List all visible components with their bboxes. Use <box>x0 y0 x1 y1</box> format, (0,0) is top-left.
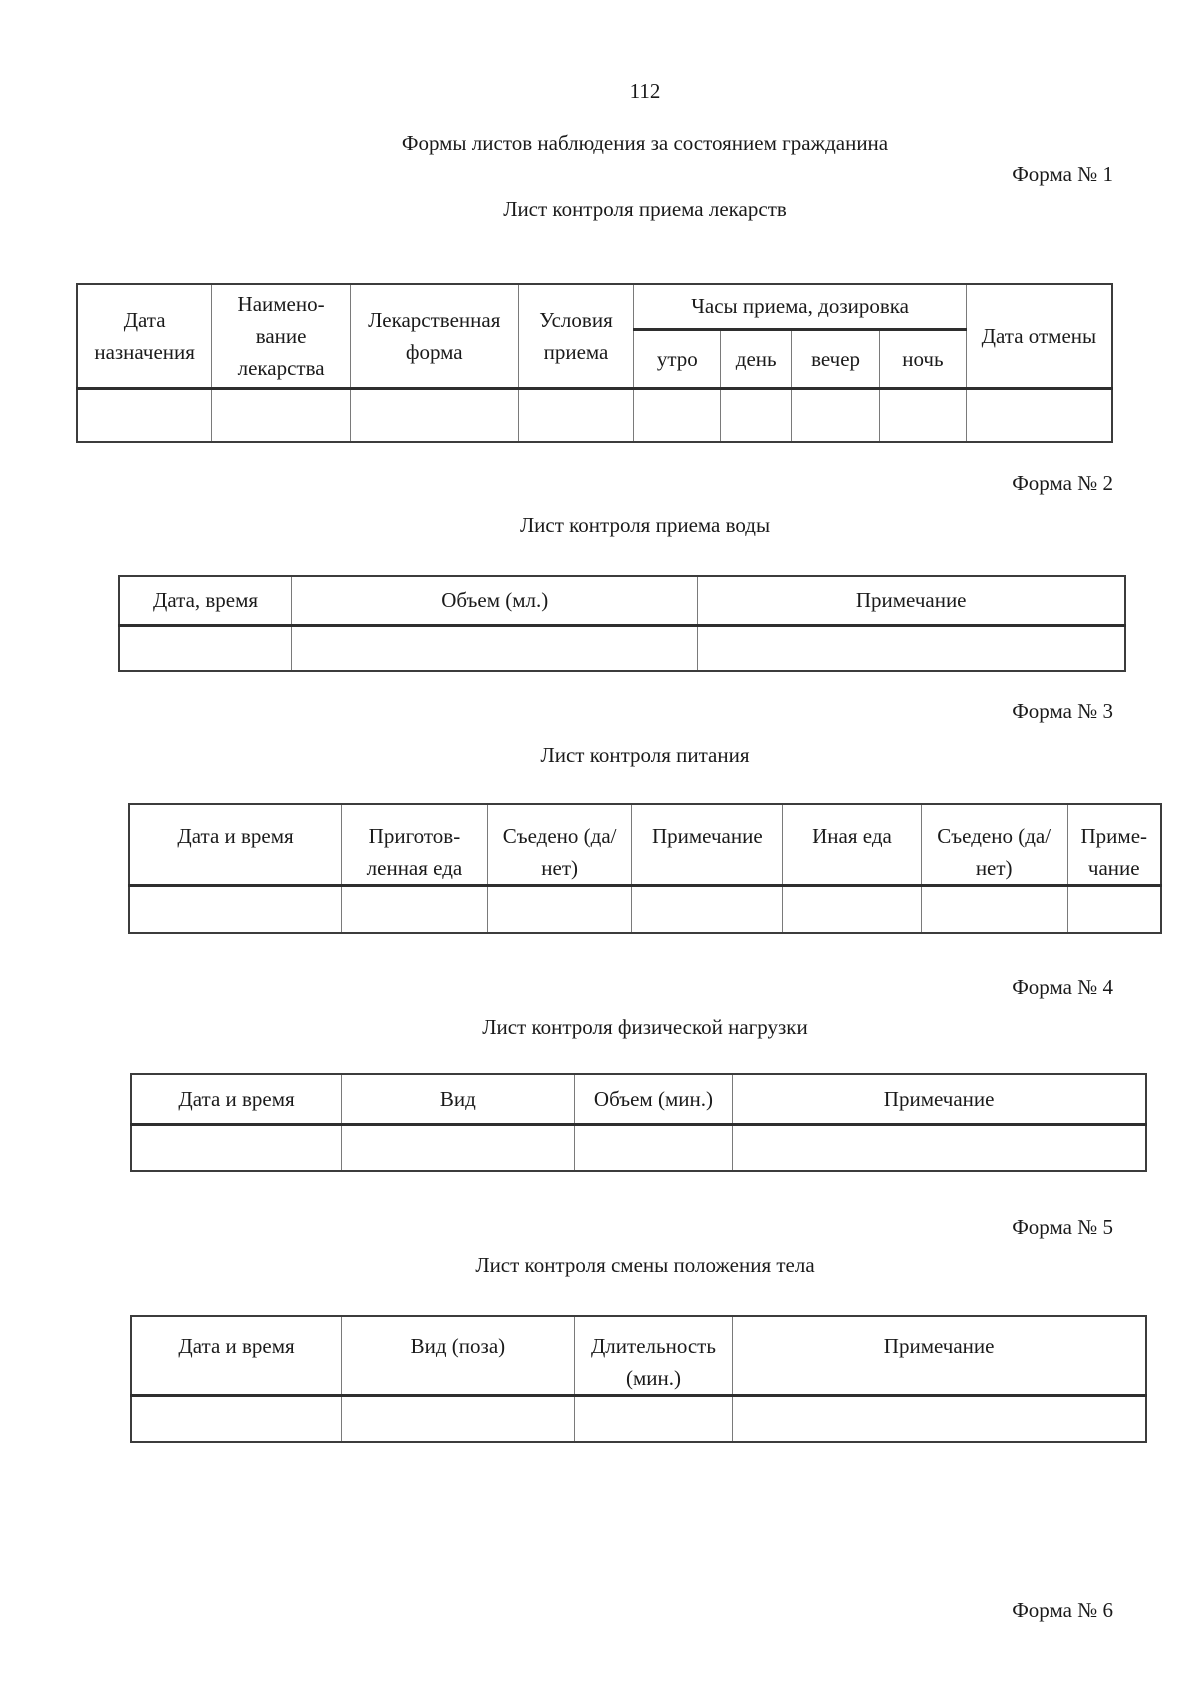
col-header-cancel-date: Дата отмены <box>965 283 1113 389</box>
empty-cell <box>341 884 488 933</box>
empty-cell <box>920 884 1068 933</box>
empty-cell <box>130 1394 343 1442</box>
form-3-label: Форма № 3 <box>1012 699 1113 723</box>
form-5-label: Форма № 5 <box>1012 1215 1113 1239</box>
page-number: 112 <box>629 79 661 103</box>
col-header-volume-ml: Объем (мл.) <box>291 575 699 626</box>
col-header-night: ночь <box>878 328 967 389</box>
empty-cell <box>573 1394 734 1442</box>
form-5-title: Лист контроля смены положения тела <box>475 1253 815 1277</box>
col-header-volume-min: Объем (мин.) <box>573 1073 734 1125</box>
form-1-empty-row <box>76 386 1113 443</box>
form-4-label: Форма № 4 <box>1012 975 1113 999</box>
form-2-table: Дата, время Объем (мл.) Примечание <box>118 575 1126 672</box>
empty-cell <box>573 1122 734 1172</box>
col-header-datetime: Дата и время <box>130 1315 343 1396</box>
empty-cell <box>341 1122 575 1172</box>
col-header-eaten: Съедено (да/нет) <box>486 803 633 886</box>
col-header-prepared-food: Приготов-ленная еда <box>341 803 488 886</box>
empty-cell <box>291 623 699 672</box>
col-header-datetime: Дата и время <box>130 1073 343 1125</box>
col-header-note: Примечание <box>697 575 1126 626</box>
empty-cell <box>486 884 633 933</box>
empty-cell <box>732 1394 1147 1442</box>
col-group-hours-dosage: Часы приема, дозировка <box>633 283 967 331</box>
form-1-label: Форма № 1 <box>1012 162 1113 186</box>
col-header-note: Примечание <box>631 803 784 886</box>
empty-cell <box>130 1122 343 1172</box>
empty-cell <box>128 884 343 933</box>
form-3-header-row: Дата и время Приготов-ленная еда Съедено… <box>128 803 1162 886</box>
empty-cell <box>878 386 967 443</box>
form-3-table: Дата и время Приготов-ленная еда Съедено… <box>128 803 1162 934</box>
document-title: Формы листов наблюдения за состоянием гр… <box>401 131 889 155</box>
col-header-kind: Вид <box>341 1073 575 1125</box>
col-header-day: день <box>720 328 793 389</box>
empty-cell <box>633 386 722 443</box>
empty-cell <box>349 386 519 443</box>
form-2-header-row: Дата, время Объем (мл.) Примечание <box>118 575 1126 626</box>
col-header-drug-form: Лекарственная форма <box>349 283 519 389</box>
form-1-table: Дата назначения Наимено-вание лекарства … <box>76 283 1113 443</box>
col-header-other-food: Иная еда <box>782 803 922 886</box>
col-header-evening: вечер <box>791 328 880 389</box>
empty-cell <box>517 386 635 443</box>
form-4-empty-row <box>130 1122 1147 1172</box>
col-header-conditions: Условия приема <box>517 283 635 389</box>
empty-cell <box>732 1122 1147 1172</box>
col-header-drug-name: Наимено-вание лекарства <box>211 283 351 389</box>
empty-cell <box>1066 884 1162 933</box>
form-2-label: Форма № 2 <box>1012 471 1113 495</box>
form-5-table: Дата и время Вид (поза) Длительность (ми… <box>130 1315 1147 1443</box>
empty-cell <box>965 386 1113 443</box>
form-5-header-row: Дата и время Вид (поза) Длительность (ми… <box>130 1315 1147 1396</box>
form-2-empty-row <box>118 623 1126 672</box>
empty-cell <box>211 386 351 443</box>
empty-cell <box>76 386 213 443</box>
col-header-morning: утро <box>633 328 722 389</box>
form-4-table: Дата и время Вид Объем (мин.) Примечание <box>130 1073 1147 1172</box>
col-header-note: Примечание <box>732 1073 1147 1125</box>
col-header-date-assigned: Дата назначения <box>76 283 213 389</box>
form-6-label: Форма № 6 <box>1012 1598 1113 1622</box>
col-header-note-2: Приме-чание <box>1066 803 1162 886</box>
form-1-title: Лист контроля приема лекарств <box>503 197 787 221</box>
form-5-empty-row <box>130 1394 1147 1442</box>
empty-cell <box>341 1394 575 1442</box>
col-header-kind-pose: Вид (поза) <box>341 1315 575 1396</box>
col-header-note: Примечание <box>732 1315 1147 1396</box>
form-2-title: Лист контроля приема воды <box>519 513 771 537</box>
col-header-duration-min: Длительность (мин.) <box>573 1315 734 1396</box>
empty-cell <box>791 386 880 443</box>
empty-cell <box>118 623 293 672</box>
form-1-header-row: Дата назначения Наимено-вание лекарства … <box>76 283 1113 389</box>
form-4-title: Лист контроля физической нагрузки <box>482 1015 808 1039</box>
form-3-empty-row <box>128 884 1162 933</box>
form-4-header-row: Дата и время Вид Объем (мин.) Примечание <box>130 1073 1147 1125</box>
col-header-eaten-2: Съедено (да/нет) <box>920 803 1068 886</box>
empty-cell <box>631 884 784 933</box>
empty-cell <box>720 386 793 443</box>
empty-cell <box>697 623 1126 672</box>
empty-cell <box>782 884 922 933</box>
col-header-datetime: Дата, время <box>118 575 293 626</box>
form-3-title: Лист контроля питания <box>540 743 750 767</box>
col-header-datetime: Дата и время <box>128 803 343 886</box>
